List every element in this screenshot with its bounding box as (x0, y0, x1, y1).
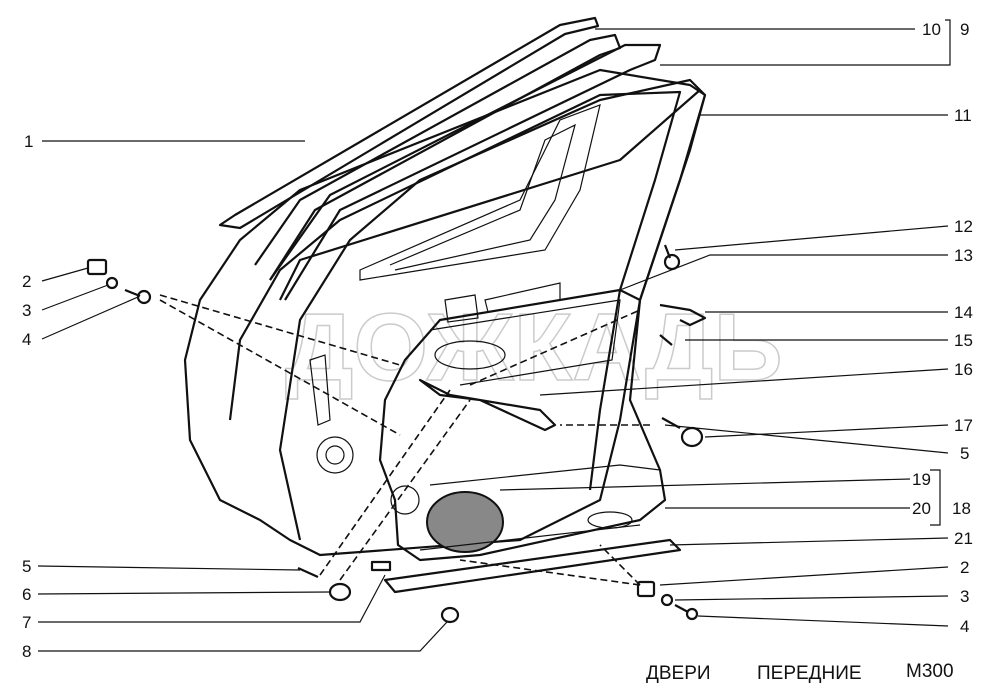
right-labels: 10 9 11 12 13 14 15 16 17 5 19 20 18 21 … (912, 20, 973, 636)
label-19: 19 (912, 470, 931, 489)
caption-doors: ДВЕРИ (646, 663, 711, 684)
label-16: 16 (954, 360, 973, 379)
door-weatherstrip (278, 78, 707, 541)
label-6: 6 (22, 585, 31, 604)
label-10: 10 (922, 20, 941, 39)
door-trim-panel (378, 288, 667, 562)
window-seal-strips (218, 16, 662, 301)
assembly-arrows (159, 294, 650, 586)
leader-lines (37, 19, 951, 652)
label-8: 8 (22, 642, 31, 661)
label-15: 15 (954, 331, 973, 350)
label-4-right: 4 (960, 617, 969, 636)
label-21: 21 (954, 529, 973, 548)
left-labels: 1 2 3 4 5 6 7 8 (22, 132, 33, 661)
label-12: 12 (954, 217, 973, 236)
caption-front: ПЕРЕДНИЕ (757, 663, 862, 684)
label-20: 20 (912, 499, 931, 518)
sill-strip (383, 538, 682, 594)
label-5-right: 5 (960, 444, 969, 463)
label-7: 7 (22, 613, 31, 632)
label-2-right: 2 (960, 558, 969, 577)
label-2: 2 (22, 272, 31, 291)
label-1: 1 (24, 132, 33, 151)
caption: ДВЕРИ ПЕРЕДНИЕ M300 (646, 661, 954, 684)
label-3: 3 (22, 301, 31, 320)
watermark: ДОЖКАДЬ (285, 294, 782, 401)
label-14: 14 (954, 303, 973, 322)
label-13: 13 (954, 246, 973, 265)
label-9: 9 (960, 20, 969, 39)
label-18: 18 (952, 499, 971, 518)
label-17: 17 (954, 416, 973, 435)
label-3-right: 3 (960, 587, 969, 606)
label-5: 5 (22, 557, 31, 576)
label-4: 4 (22, 330, 31, 349)
label-11: 11 (954, 106, 972, 125)
caption-code: M300 (906, 661, 954, 682)
